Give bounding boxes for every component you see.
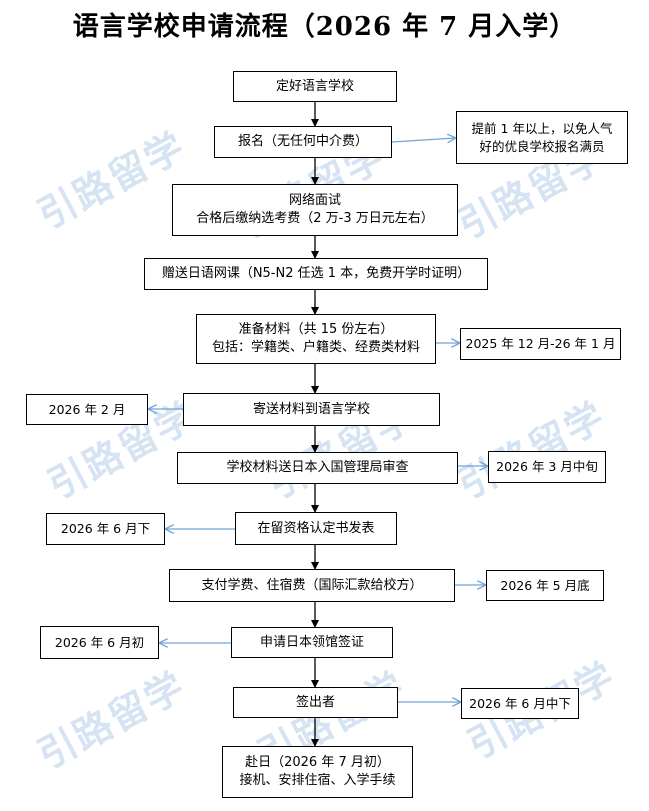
step-text: 赠送日语网课（N5-N2 任选 1 本，免费开学时证明） (161, 266, 471, 281)
step-visa-issued: 签出者 (233, 687, 398, 718)
note-register-early: 提前 1 年以上，以免人气 好的优良学校报名满员 (456, 111, 628, 164)
step-text: 申请日本领馆签证 (259, 634, 364, 650)
step-text: 赴日（2026 年 7 月初） (245, 755, 390, 770)
step-text: 网络面试 (288, 193, 341, 208)
note-text: 2026 年 6 月初 (54, 634, 145, 650)
page-title: 语言学校申请流程（2026 年 7 月入学） (72, 12, 577, 42)
step-text: 包括：学籍类、户籍类、经费类材料 (211, 340, 420, 355)
step-choose-school: 定好语言学校 (233, 71, 397, 102)
step-apply-visa: 申请日本领馆签证 (231, 627, 393, 658)
note-text: 2026 年 3 月中旬 (496, 459, 598, 474)
step-text: 合格后缴纳选考费（2 万-3 万日元左右） (196, 211, 434, 226)
note-text: 2026 年 2 月 (48, 401, 126, 417)
step-immigration-review: 学校材料送日本入国管理局审查 (177, 452, 458, 484)
note-coe-date: 2026 年 6 月下 (46, 513, 165, 545)
step-registration: 报名（无任何中介费） (214, 126, 392, 158)
step-japanese-course: 赠送日语网课（N5-N2 任选 1 本，免费开学时证明） (144, 258, 488, 290)
note-review-date: 2026 年 3 月中旬 (488, 451, 606, 483)
step-coe-issued: 在留资格认定书发表 (235, 512, 397, 545)
note-text: 2026 年 6 月下 (60, 521, 151, 536)
step-text: 寄送材料到语言学校 (252, 401, 370, 417)
note-text: 2026 年 6 月中下 (469, 695, 571, 711)
step-text: 签出者 (295, 694, 335, 710)
step-text: 准备材料（共 15 份左右） (238, 322, 394, 337)
step-text: 在留资格认定书发表 (257, 520, 375, 536)
step-text: 报名（无任何中介费） (237, 134, 368, 149)
step-send-documents: 寄送材料到语言学校 (183, 393, 440, 426)
note-text: 好的优良学校报名满员 (479, 138, 605, 154)
step-prepare-documents: 准备材料（共 15 份左右） 包括：学籍类、户籍类、经费类材料 (196, 314, 436, 364)
step-text: 学校材料送日本入国管理局审查 (226, 460, 409, 475)
step-go-to-japan: 赴日（2026 年 7 月初） 接机、安排住宿、入学手续 (222, 746, 413, 798)
step-text: 支付学费、住宿费（国际汇款给校方） (201, 577, 423, 593)
step-online-interview: 网络面试 合格后缴纳选考费（2 万-3 万日元左右） (172, 184, 458, 236)
note-documents-date: 2025 年 12 月-26 年 1 月 (460, 328, 621, 360)
note-visa-issued-date: 2026 年 6 月中下 (461, 688, 579, 719)
step-text: 接机、安排住宿、入学手续 (239, 773, 396, 788)
note-text: 2026 年 5 月底 (500, 577, 590, 593)
note-send-date: 2026 年 2 月 (26, 394, 148, 425)
step-text: 定好语言学校 (275, 78, 354, 94)
note-tuition-date: 2026 年 5 月底 (486, 570, 604, 601)
note-text: 提前 1 年以上，以免人气 (471, 120, 613, 136)
note-visa-date: 2026 年 6 月初 (40, 626, 159, 659)
note-arrow (391, 138, 455, 142)
step-pay-tuition: 支付学费、住宿费（国际汇款给校方） (169, 569, 455, 602)
note-text: 2025 年 12 月-26 年 1 月 (465, 336, 616, 351)
